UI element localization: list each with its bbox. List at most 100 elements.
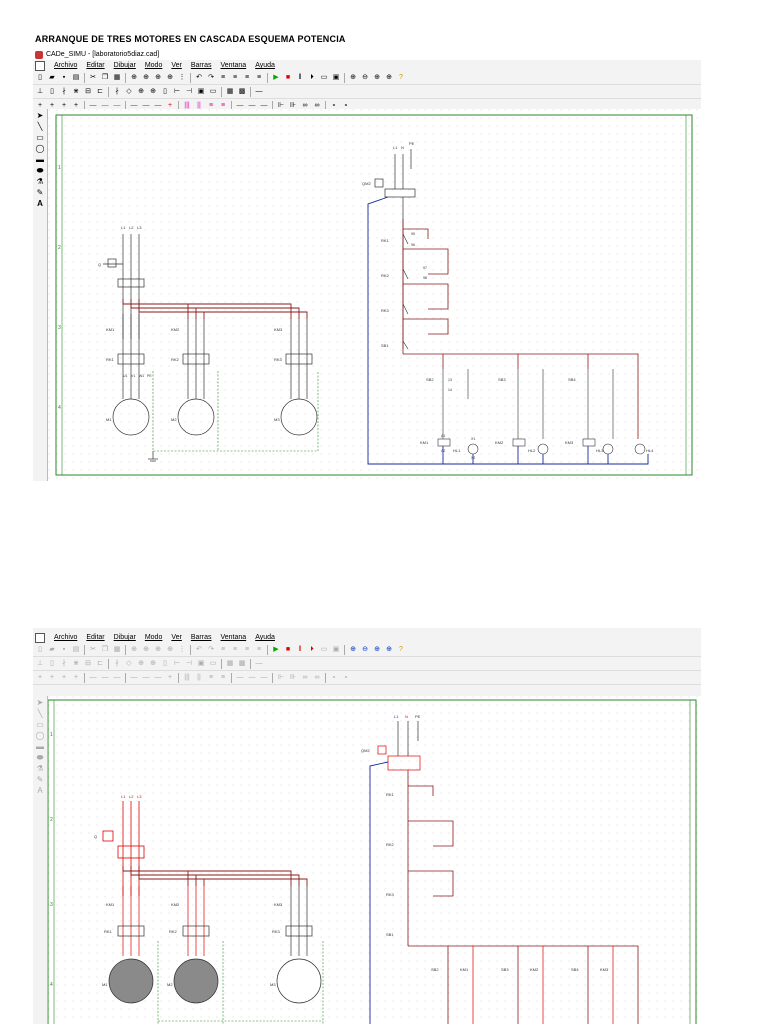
align-icon[interactable]: ≡ [232,73,238,81]
box-icon[interactable]: ▣ [197,659,205,667]
wire-icon[interactable]: — [101,673,109,681]
menu-archivo[interactable]: Archivo [54,634,78,641]
bus-icon[interactable]: ||| [184,673,190,681]
menu-barras[interactable]: Barras [190,62,212,69]
menu-ayuda[interactable]: Ayuda [255,62,275,69]
relay-icon[interactable]: ⊟ [85,659,91,667]
paste-icon[interactable]: ▦ [113,645,121,653]
contact-icon[interactable]: ⋇ [73,659,79,667]
text-tool-icon[interactable]: A [37,786,43,795]
menu-editar[interactable]: Editar [86,634,105,641]
ellipse-icon[interactable]: ◯ [35,731,45,740]
contact-icon[interactable]: ∤ [115,659,119,667]
terminal-icon[interactable]: ⊪ [289,101,297,109]
fill-bucket-icon[interactable]: ⚗ [36,764,44,773]
timer-icon[interactable]: ⊣ [185,87,193,95]
menu-modo[interactable]: Modo [144,634,163,641]
box-icon[interactable]: ▦ [226,87,234,95]
wire-red-icon[interactable]: — [154,101,162,109]
timer-icon[interactable]: ⊣ [185,659,193,667]
cut-icon[interactable]: ✂ [90,645,96,653]
redo-icon[interactable]: ↷ [208,645,214,653]
zoom-window-icon[interactable]: ⊕ [374,645,380,653]
wire-cross-icon[interactable]: + [61,673,67,681]
bus-icon[interactable]: ≡ [208,673,214,681]
zoom-icon[interactable]: ⊕ [143,73,149,81]
zoom-icon[interactable]: ⊕ [167,645,173,653]
wire-blue-icon[interactable]: — [260,101,268,109]
window-icon[interactable]: ▭ [320,73,328,81]
wire-blue-icon[interactable]: — [236,101,244,109]
relay-icon[interactable]: ⊏ [97,87,103,95]
rectangle-icon[interactable]: ▭ [36,133,44,142]
zoom-icon[interactable]: ⊕ [143,645,149,653]
menu-dibujar[interactable]: Dibujar [113,634,136,641]
wire-cross-icon[interactable]: + [37,673,43,681]
menu-dibujar[interactable]: Dibujar [113,62,136,69]
lamp-icon[interactable]: ◇ [126,659,132,667]
menu-modo[interactable]: Modo [144,62,163,69]
line-icon[interactable]: ╲ [37,709,43,718]
connector-icon[interactable]: ∘ [331,673,337,681]
terminal-icon[interactable]: ∞ [314,101,320,109]
play-icon[interactable]: ▶ [273,73,279,81]
relay-icon[interactable]: ⊟ [85,87,91,95]
select-arrow-icon[interactable]: ➤ [36,698,44,707]
wire-red-icon[interactable]: + [167,101,173,109]
wire-icon[interactable]: — [255,87,263,95]
zoom-icon[interactable]: ⊕ [155,73,161,81]
menu-ver[interactable]: Ver [171,634,182,641]
contact-icon[interactable]: ⋇ [73,87,79,95]
fill-bucket-icon[interactable]: ⚗ [36,177,44,186]
wire-icon[interactable]: — [248,673,256,681]
save-icon[interactable]: ▪ [62,73,66,81]
lamp-icon[interactable]: ◇ [126,87,132,95]
pencil-icon[interactable]: ✎ [36,188,44,197]
align-icon[interactable]: ≡ [220,645,226,653]
wire-icon[interactable]: — [89,673,97,681]
menu-barras[interactable]: Barras [190,634,212,641]
undo-icon[interactable]: ↶ [196,73,202,81]
zoom-in-icon[interactable]: ⊕ [350,73,356,81]
box-icon[interactable]: ▦ [226,659,234,667]
open-folder-icon[interactable]: ▰ [49,73,55,81]
wire-icon[interactable]: — [154,673,162,681]
terminal-icon[interactable]: ⊩ [277,673,285,681]
terminal-icon[interactable]: ⊩ [277,101,285,109]
bus-icon[interactable]: ||| [184,101,190,109]
connector-icon[interactable]: ∘ [343,673,349,681]
plug-icon[interactable]: ⊕ [150,87,156,95]
wire-cross-icon[interactable]: + [49,673,55,681]
zoom-icon[interactable]: ⊕ [131,73,137,81]
filled-ellipse-icon[interactable]: ⬬ [36,753,44,762]
plug-icon[interactable]: ⊕ [138,659,144,667]
menu-editar[interactable]: Editar [86,62,105,69]
zoom-icon[interactable]: ⊕ [155,645,161,653]
copy-icon[interactable]: ❐ [101,73,109,81]
terminal-icon[interactable]: ⊪ [289,673,297,681]
grid-icon[interactable]: ⋮ [178,73,186,81]
connector-icon[interactable]: ∘ [343,101,349,109]
box-icon[interactable]: ▩ [238,659,246,667]
help-icon[interactable]: ? [399,73,403,81]
zoom-fit-icon[interactable]: ⊕ [386,645,392,653]
align-icon[interactable]: ≡ [244,73,250,81]
zoom-window-icon[interactable]: ⊕ [374,73,380,81]
menu-ventana[interactable]: Ventana [220,634,247,641]
box-icon[interactable]: ▣ [197,87,205,95]
wire-icon[interactable]: + [167,673,173,681]
wire-cross-icon[interactable]: + [49,101,55,109]
step-icon[interactable]: ⏵ [310,645,314,653]
wire-icon[interactable]: — [236,673,244,681]
switch-icon[interactable]: ▯ [50,659,54,667]
wire-cross-icon[interactable]: + [37,101,43,109]
wire-icon[interactable]: — [113,673,121,681]
align-icon[interactable]: ≡ [220,73,226,81]
print-icon[interactable]: ▤ [72,645,80,653]
bus-icon[interactable]: ≡ [220,101,226,109]
timer-icon[interactable]: ⊢ [173,659,181,667]
menu-ayuda[interactable]: Ayuda [255,634,275,641]
save-icon[interactable]: ▪ [62,645,66,653]
line-icon[interactable]: ╲ [37,122,43,131]
switch-icon[interactable]: ▯ [50,87,54,95]
